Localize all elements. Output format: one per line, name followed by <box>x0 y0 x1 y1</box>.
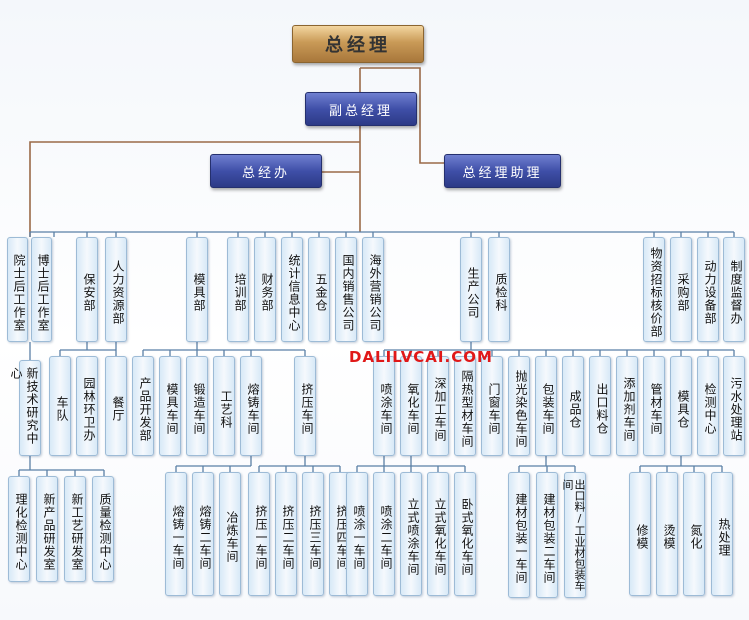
casting-workshop: 熔铸车间 <box>240 356 262 456</box>
gm-office-box: 总经办 <box>210 154 322 188</box>
thermal-break-profile-workshop: 隔热型材车间 <box>454 356 476 456</box>
quality-inspection-section: 质检科 <box>488 237 510 342</box>
wastewater-station: 污水处理站 <box>723 356 745 456</box>
extrusion-workshop-3: 挤压三车间 <box>302 472 324 596</box>
materials-bidding-dept: 物资招标核价部 <box>643 237 665 342</box>
casting-workshop-1: 熔铸一车间 <box>165 472 187 596</box>
academician-workstation: 院士后工作室 <box>7 237 28 342</box>
mold-warehouse: 模具仓 <box>670 356 692 456</box>
quality-test-center: 质量检测中心 <box>92 476 114 582</box>
extrusion-workshop-2: 挤压二车间 <box>275 472 297 596</box>
spraying-workshop-2: 喷涂二车间 <box>373 472 395 596</box>
extrusion-workshop-1: 挤压一车间 <box>248 472 270 596</box>
mold-workshop: 模具车间 <box>159 356 181 456</box>
motor-pool: 车队 <box>49 356 71 456</box>
spraying-workshop-1: 喷涂一车间 <box>346 472 368 596</box>
polishing-dyeing-workshop: 抛光染色车间 <box>508 356 530 456</box>
additive-workshop: 添加剂车间 <box>616 356 638 456</box>
deep-processing-workshop: 深加工车间 <box>427 356 449 456</box>
new-product-rd-room: 新产品研发室 <box>36 476 58 582</box>
vertical-spraying-workshop: 立式喷涂车间 <box>400 472 422 596</box>
casting-workshop-2: 熔铸二车间 <box>192 472 214 596</box>
power-equipment-dept: 动力设备部 <box>697 237 719 342</box>
postdoc-workstation: 博士后工作室 <box>31 237 52 342</box>
vertical-oxidation-workshop: 立式氧化车间 <box>427 472 449 596</box>
oxidation-workshop: 氧化车间 <box>400 356 422 456</box>
extrusion-workshop: 挤压车间 <box>294 356 316 456</box>
physchem-test-center: 理化检测中心 <box>8 476 30 582</box>
mold-heating: 烫模 <box>656 472 678 596</box>
training-dept: 培训部 <box>227 237 249 342</box>
forging-workshop: 锻造车间 <box>186 356 208 456</box>
domestic-sales-company: 国内销售公司 <box>335 237 357 342</box>
building-material-packaging-2: 建材包装二车间 <box>536 472 558 598</box>
canteen: 餐厅 <box>105 356 127 456</box>
security-dept: 保安部 <box>76 237 98 342</box>
packaging-workshop: 包装车间 <box>535 356 557 456</box>
tube-workshop: 管材车间 <box>643 356 665 456</box>
process-section: 工艺科 <box>213 356 235 456</box>
hardware-warehouse: 五金仓 <box>308 237 330 342</box>
system-supervision-office: 制度监督办 <box>723 237 745 342</box>
door-window-workshop: 门窗车间 <box>481 356 503 456</box>
vice-general-manager-box: 副总经理 <box>305 92 417 126</box>
export-industrial-packaging: 出口料/工业材包装车间 <box>561 472 586 598</box>
statistics-info-center: 统计信息中心 <box>281 237 303 342</box>
smelting-workshop: 冶炼车间 <box>219 472 241 596</box>
finance-dept: 财务部 <box>254 237 276 342</box>
product-dev-dept: 产品开发部 <box>132 356 154 456</box>
testing-center: 检测中心 <box>697 356 719 456</box>
spraying-workshop: 喷涂车间 <box>373 356 395 456</box>
gm-assistant-box: 总经理助理 <box>444 154 561 188</box>
watermark: DALILVCAI.COM <box>349 348 493 366</box>
mold-dept: 模具部 <box>186 237 208 342</box>
mold-repair: 修模 <box>629 472 651 596</box>
heat-treatment: 热处理 <box>711 472 733 596</box>
hr-dept: 人力资源部 <box>105 237 127 342</box>
finished-goods-warehouse: 成品仓 <box>562 356 584 456</box>
new-tech-research-center: 新技术研究中心 <box>9 360 41 456</box>
horizontal-oxidation-workshop: 卧式氧化车间 <box>454 472 476 596</box>
purchasing-dept: 采购部 <box>670 237 692 342</box>
building-material-packaging-1: 建材包装一车间 <box>508 472 530 598</box>
nitriding: 氮化 <box>683 472 705 596</box>
export-material-warehouse: 出口料仓 <box>589 356 611 456</box>
overseas-marketing-company: 海外营销公司 <box>362 237 384 342</box>
production-company: 生产公司 <box>460 237 482 342</box>
general-manager-box: 总经理 <box>292 25 424 63</box>
new-process-rd-room: 新工艺研发室 <box>64 476 86 582</box>
landscaping-office: 园林环卫办 <box>76 356 98 456</box>
